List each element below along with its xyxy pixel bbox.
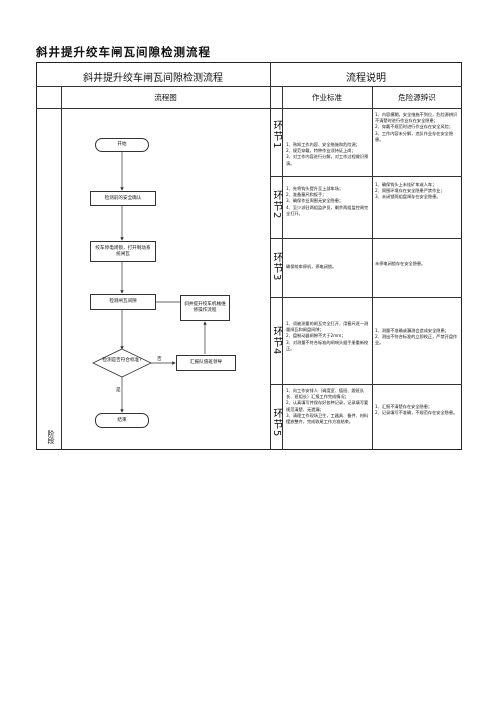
standard-header: 作业标准 — [312, 93, 342, 102]
step-risk: 1、汇报不清楚存在安全隐患； 2、记录填写不准确，不规范存在安全隐患。 — [375, 404, 458, 416]
step-row-divider — [270, 384, 462, 385]
flow-subheader-divider — [36, 108, 270, 109]
step-standard: 1、先将钩头提升至上部车场； 2、准备塞尺和扳手； 3、确保作业周围无安全隐患；… — [286, 186, 369, 216]
flowchart-column-divider — [270, 62, 271, 450]
step-risk: 1、内容模糊，安全措施不到位，危险源辨识不清楚时进行作业存在安全隐患； 2、穿戴… — [375, 112, 458, 142]
step-label: 环节3 — [271, 252, 282, 282]
step-label: 环节5 — [271, 408, 282, 438]
table-title: 斜井提升绞车闸瓦间隙检测流程 — [83, 73, 223, 84]
no-label: 否 — [157, 357, 162, 362]
adjust-node: 斜井提升绞车机械维修操作流程 — [180, 295, 230, 321]
description-title: 流程说明 — [346, 73, 386, 84]
decision-label: 检测是否符合标准? — [102, 358, 142, 363]
step-standard: 1、向工作安排人（调度室、值班、跟班队长、班组长）汇报工作完成情况； 2、认真填… — [286, 388, 369, 425]
step-standard: 1、熟知工作内容、安全措施和危险源； 2、规范穿戴，特种作业须持证上岗； 3、对… — [286, 142, 369, 166]
step-standard: 确保绞车停机，停电闭锁。 — [286, 264, 337, 269]
yes-label: 是 — [116, 388, 121, 393]
step-risk: 未停电闭锁存在安全隐患。 — [375, 261, 426, 266]
process-table — [36, 62, 462, 450]
step-row-divider — [270, 176, 462, 177]
step-risk: 1、确保钩头上未挂矿车或人车； 2、周围环境存在安全隐患严禁作业； 3、未闭锁两… — [375, 182, 445, 200]
power-off-node: 绞车停电闭锁，打开制动系统闸瓦 — [90, 241, 156, 262]
start-node: 开始 — [95, 138, 149, 152]
risk-header: 危险源辨识 — [398, 93, 436, 102]
header-row-divider — [36, 86, 462, 87]
step-standard: 1、须被测量的闸瓦完全打开，用塞尺逐一测量闸瓦和闸盘间隙； 2、盘制动器闸隙不大… — [286, 321, 369, 351]
step-column-divider — [282, 86, 283, 450]
step-label: 环节4 — [271, 326, 282, 356]
report-node: 汇报队值班领导 — [176, 355, 236, 371]
step-label: 环节2 — [271, 190, 282, 220]
step-label: 环节1 — [271, 120, 282, 150]
end-node: 结束 — [95, 413, 149, 428]
standard-risk-divider — [372, 86, 373, 450]
measure-node: 检测闸瓦间隙 — [90, 294, 156, 310]
phase-label: 阶段 — [47, 430, 55, 444]
phase-column-divider — [61, 86, 62, 450]
step-row-divider — [270, 297, 462, 298]
decision-shape — [92, 348, 152, 378]
step-row-divider — [270, 238, 462, 239]
subheader-row-divider — [270, 108, 462, 109]
flowchart-header: 流程图 — [154, 93, 177, 102]
document-title: 斜井提升绞车闸瓦间隙检测流程 — [36, 45, 211, 59]
step-risk: 1、测量不准确或漏测会造成安全隐患； 2、测出不符合标准的立即校正，严禁开盘作业… — [375, 328, 458, 346]
safety-confirm-node: 检测前的安全确认 — [90, 191, 156, 206]
